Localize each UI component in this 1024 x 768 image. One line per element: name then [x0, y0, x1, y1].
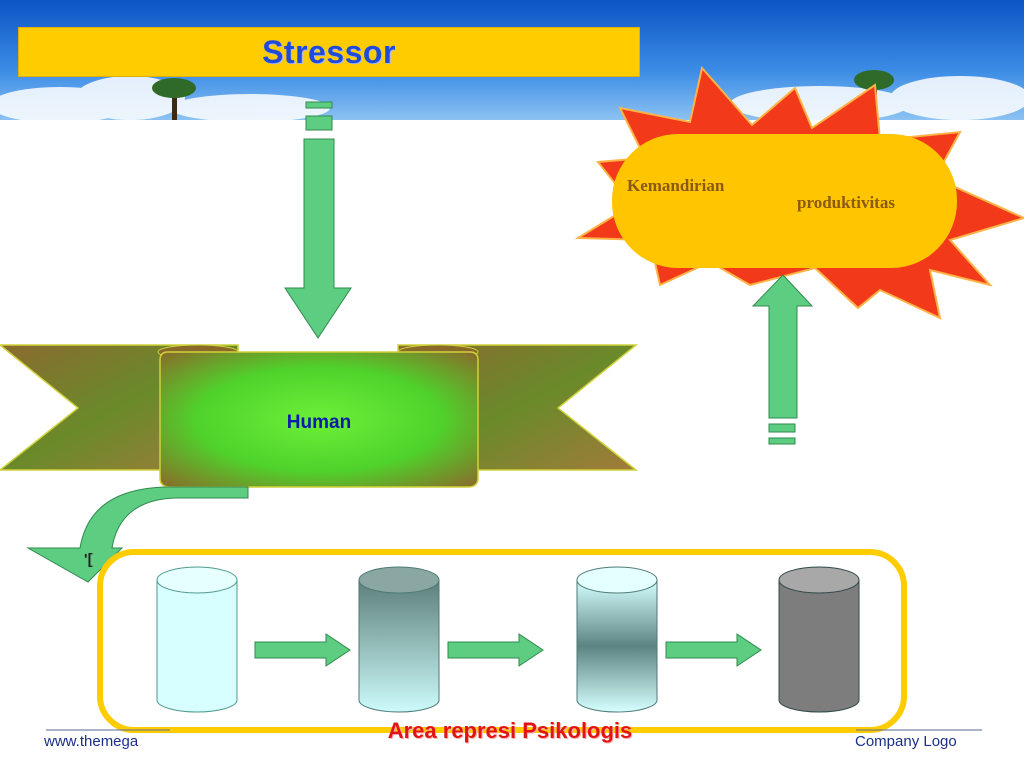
goal-oval	[612, 134, 957, 268]
cylinder-3	[576, 566, 658, 713]
area-label: Area represi Psikologis	[387, 718, 633, 743]
cylinder-4	[778, 566, 860, 713]
title-box: Stressor	[18, 27, 640, 77]
repression-area-frame	[97, 549, 907, 733]
stray-mark: '[	[84, 551, 93, 568]
cylinder-1	[156, 566, 238, 713]
right-arrow-3	[665, 633, 762, 667]
produktivitas-label: produktivitas	[797, 193, 895, 212]
slide-title: Stressor	[262, 34, 396, 70]
ribbon-center	[159, 351, 479, 488]
footer-company-logo: Company Logo	[855, 733, 957, 750]
human-label: Human	[286, 412, 352, 433]
right-arrow-1	[254, 633, 351, 667]
down-arrow	[284, 101, 352, 339]
cylinder-2	[358, 566, 440, 713]
footer-website: www.themega	[44, 733, 139, 750]
curved-arrow	[26, 486, 249, 583]
kemandirian-label: Kemandirian	[627, 176, 725, 195]
up-arrow	[751, 274, 814, 445]
right-arrow-2	[447, 633, 544, 667]
